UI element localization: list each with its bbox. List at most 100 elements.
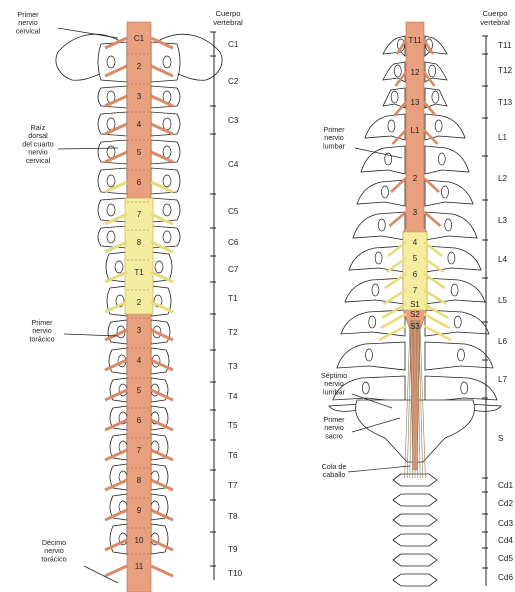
cord-segment-number: 11 xyxy=(135,562,144,571)
cord-segment-number: 4 xyxy=(413,238,418,247)
cord-segment-number: 10 xyxy=(135,536,144,545)
cord-segment-number: 12 xyxy=(411,68,420,77)
leader-line xyxy=(84,566,118,583)
segment-label: T3 xyxy=(228,362,238,371)
cord-segment-number: 2 xyxy=(413,174,418,183)
cord-segment-number: 2 xyxy=(137,62,142,71)
segment-label: L7 xyxy=(498,375,508,384)
segment-label: C5 xyxy=(228,207,239,216)
cord-segment-number: 7 xyxy=(413,286,418,295)
cord-segment-number: 5 xyxy=(137,148,142,157)
vertebra-right-arch xyxy=(151,112,180,136)
cord-segment-number: 3 xyxy=(137,92,142,101)
segment-label: L6 xyxy=(498,337,508,346)
cord-segment-number: 3 xyxy=(137,326,142,335)
segment-label: T9 xyxy=(228,545,238,554)
segment-label: L5 xyxy=(498,296,508,305)
vertebra-right-arch xyxy=(151,42,180,82)
annotation-line: torácico xyxy=(41,554,66,563)
leader-line xyxy=(348,466,410,472)
left-header-line-2: vertebral xyxy=(213,18,243,27)
segment-label: T13 xyxy=(498,98,513,107)
left-vertebral-scale: C1C2C3C4C5C6C7T1T2T3T4T5T6T7T8T9T10 xyxy=(210,32,243,580)
caudal-vertebra xyxy=(393,494,437,506)
cord-segment-number: 5 xyxy=(413,254,418,263)
right-header-line-1: Cuerpo xyxy=(483,9,508,18)
right-vertebral-scale: T11T12T13L1L2L3L4L5L6L7SCd1Cd2Cd3Cd4Cd5C… xyxy=(482,36,513,586)
vertebra-left-process xyxy=(353,212,405,240)
segment-label: Cd2 xyxy=(498,499,513,508)
segment-label: T8 xyxy=(228,512,238,521)
vertebra-left-arch xyxy=(98,112,127,136)
cord-segment-number: T11 xyxy=(408,36,422,45)
segment-label: Cd4 xyxy=(498,536,513,545)
cord-segment-number: 6 xyxy=(137,178,142,187)
cord-segment-number: 5 xyxy=(137,386,142,395)
annotation-line: caballo xyxy=(323,470,346,479)
segment-label: S xyxy=(498,434,504,443)
nerve-root-right xyxy=(151,566,173,576)
annotation-line: cervical xyxy=(26,156,51,165)
segment-label: T2 xyxy=(228,328,238,337)
cord-segment-number: 8 xyxy=(137,476,142,485)
vertebra-left-arch xyxy=(110,524,127,554)
segment-label: T11 xyxy=(498,41,512,50)
cord-segment-number: 7 xyxy=(137,210,142,219)
cord-segment-number: L1 xyxy=(411,126,420,135)
vertebra-right-arch xyxy=(151,524,168,554)
vertebra-right-arch xyxy=(151,140,180,164)
segment-label: L3 xyxy=(498,216,508,225)
vertebra-left-arch xyxy=(98,140,127,164)
vertebra-right-process xyxy=(425,212,477,240)
segment-label: C7 xyxy=(228,265,239,274)
left-panel-cervical-thoracic: C12345678T1234567891011 C1C2C3C4C5C6C7T1… xyxy=(16,9,243,592)
cord-segment-number: 6 xyxy=(413,270,418,279)
segment-label: Cd3 xyxy=(498,519,513,528)
cord-segment-number: 6 xyxy=(137,416,142,425)
cord-segment-number: 13 xyxy=(411,98,420,107)
caudal-vertebra xyxy=(393,534,437,546)
caudal-vertebra xyxy=(393,514,437,526)
cord-segment-number: S2 xyxy=(410,310,420,319)
segment-label: T1 xyxy=(228,294,238,303)
segment-label: T7 xyxy=(228,481,238,490)
segment-label: T10 xyxy=(228,569,243,578)
cord-segment-number: 4 xyxy=(137,356,142,365)
segment-label: C2 xyxy=(228,77,239,86)
vertebra-left-arch xyxy=(98,198,127,222)
vertebra-left-process xyxy=(337,342,405,370)
segment-label: T12 xyxy=(498,66,513,75)
segment-label: Cd6 xyxy=(498,573,513,582)
segment-label: Cd1 xyxy=(498,481,513,490)
right-header-line-2: vertebral xyxy=(480,18,510,27)
cord-segment-number: 4 xyxy=(137,120,142,129)
cord-segment-number: T1 xyxy=(134,268,144,277)
segment-label: L4 xyxy=(498,255,508,264)
segment-label: C3 xyxy=(228,116,239,125)
annotation-line: lumbar xyxy=(323,387,346,396)
cord-segment-number: 7 xyxy=(137,446,142,455)
vertebra-right-process xyxy=(425,146,469,174)
cord-segment-number: C1 xyxy=(134,34,145,43)
cord-segment-number: S1 xyxy=(410,300,420,309)
segment-label: Cd5 xyxy=(498,554,513,563)
segment-label: T4 xyxy=(228,392,238,401)
left-header-line-1: Cuerpo xyxy=(216,9,241,18)
vertebra-left-process xyxy=(361,146,405,174)
annotation-line: sacro xyxy=(325,431,343,440)
cord-segment-number: 8 xyxy=(137,238,142,247)
cord-segment-number: S3 xyxy=(410,322,420,331)
segment-label: C1 xyxy=(228,40,239,49)
segment-label: C6 xyxy=(228,238,239,247)
vertebra-right-process xyxy=(425,342,493,370)
nerve-root-left xyxy=(105,566,127,576)
cord-segment-number: 2 xyxy=(137,298,142,307)
segment-label: L2 xyxy=(498,174,508,183)
vertebra-right-arch xyxy=(151,198,180,222)
vertebra-left-arch xyxy=(98,42,127,82)
caudal-vertebra xyxy=(393,554,437,566)
cord-segment-number: 9 xyxy=(137,506,142,515)
annotation-line: lumbar xyxy=(323,141,346,150)
